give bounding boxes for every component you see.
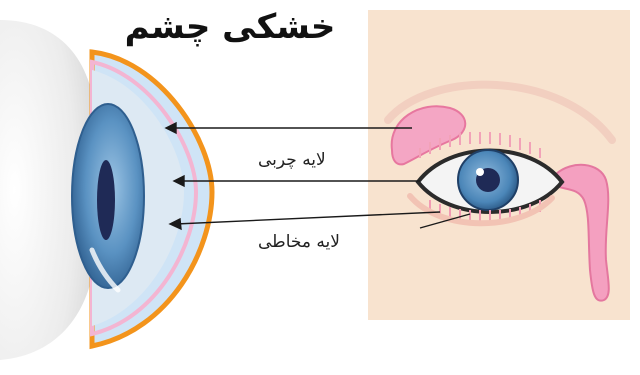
diagram-title: خشکی چشم: [120, 6, 340, 48]
front-highlight: [476, 168, 484, 176]
mucin-layer-label: لایه مخاطی: [258, 232, 340, 252]
side-pupil: [97, 160, 115, 240]
lipid-layer-label: لایه چربی: [258, 150, 326, 170]
